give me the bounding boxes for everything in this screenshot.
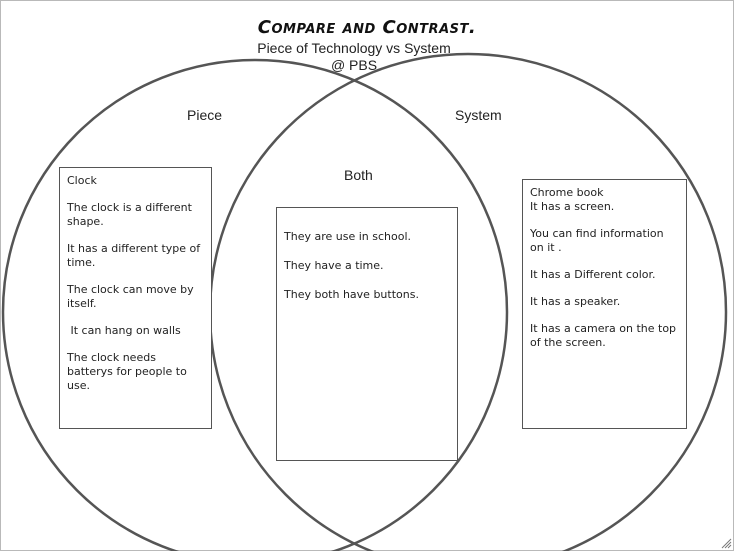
right-item: Chrome book bbox=[530, 186, 604, 199]
page-title: Compare and Contrast. bbox=[257, 17, 477, 38]
middle-label: Both bbox=[344, 167, 373, 183]
middle-item: They have a time. bbox=[284, 259, 384, 272]
left-circle bbox=[1, 58, 509, 551]
right-item: It has a camera on the top of the screen… bbox=[530, 322, 677, 349]
right-item: It has a Different color. bbox=[530, 268, 656, 281]
right-circle-label: System bbox=[455, 107, 502, 123]
left-item: It can hang on walls bbox=[67, 324, 181, 337]
middle-item: They are use in school. bbox=[284, 230, 412, 243]
page-subtitle: Piece of Technology vs System bbox=[257, 40, 451, 56]
right-item: You can find information on it . bbox=[530, 227, 664, 254]
right-item: It has a speaker. bbox=[530, 295, 621, 308]
left-item: The clock can move by itself. bbox=[67, 283, 198, 310]
left-textbox[interactable]: Clock The clock is a different shape. It… bbox=[59, 167, 212, 429]
middle-textbox[interactable]: They are use in school. They have a time… bbox=[276, 207, 458, 461]
page-credit: @ PBS bbox=[330, 57, 378, 73]
middle-item: They both have buttons. bbox=[284, 288, 419, 301]
left-item: Clock bbox=[67, 174, 97, 187]
resize-grip-icon[interactable] bbox=[720, 537, 732, 549]
right-item: It has a screen. bbox=[530, 200, 615, 213]
left-item: The clock is a different shape. bbox=[67, 201, 192, 228]
right-textbox[interactable]: Chrome book It has a screen. You can fin… bbox=[522, 179, 687, 429]
left-item: It has a different type of time. bbox=[67, 242, 201, 269]
left-circle-label: Piece bbox=[187, 107, 223, 123]
left-item: The clock needs batterys for people to u… bbox=[67, 351, 187, 392]
